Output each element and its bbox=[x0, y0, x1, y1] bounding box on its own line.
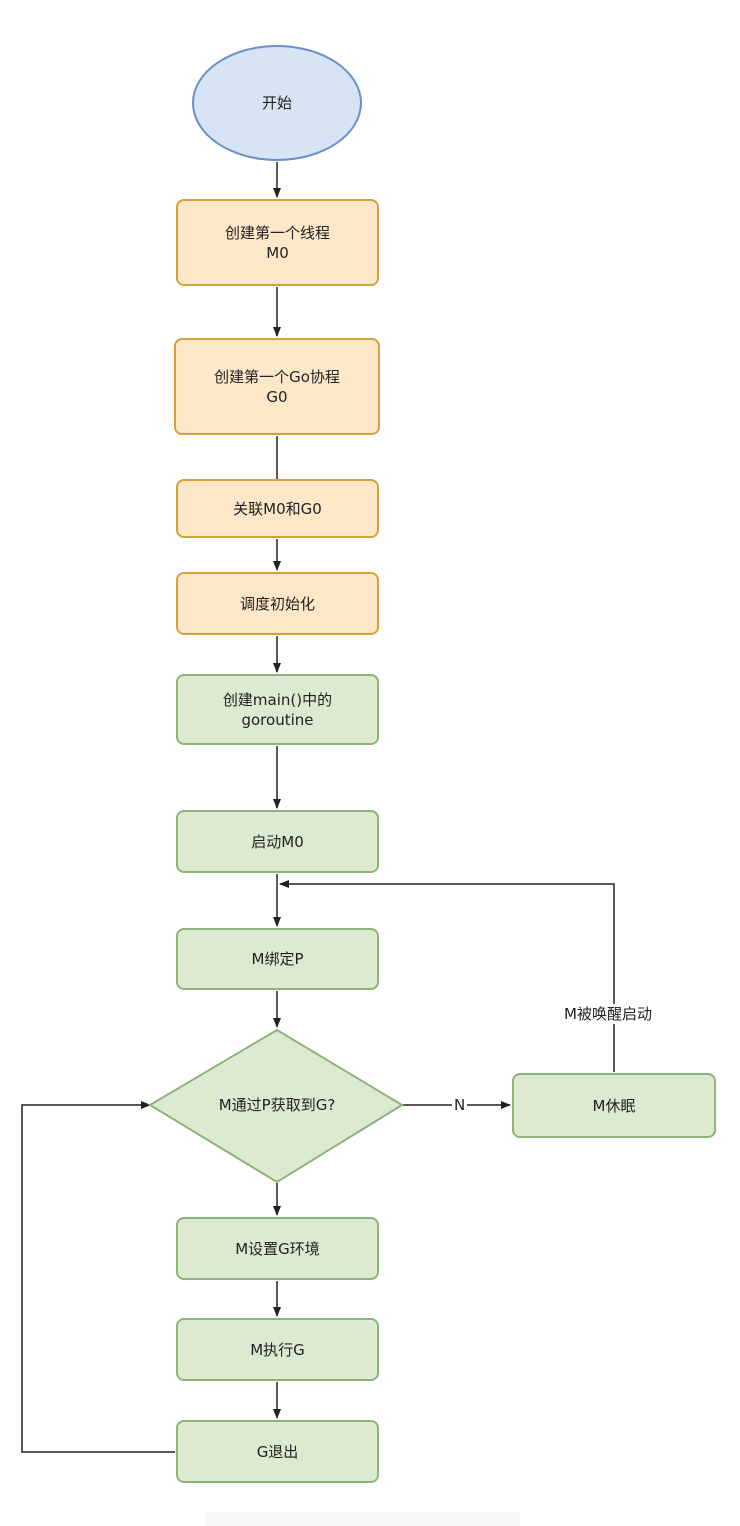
edge-label-wakeup: M被唤醒启动 bbox=[562, 1004, 654, 1024]
link-m0-g0-label: 关联M0和G0 bbox=[233, 499, 322, 518]
m-bind-p-label: M绑定P bbox=[251, 950, 304, 968]
m-bind-p-node: M绑定P bbox=[176, 928, 379, 990]
create-goroutine-g0-label-line2: G0 bbox=[266, 387, 288, 406]
create-main-goroutine-node: 创建main()中的 goroutine bbox=[176, 674, 379, 745]
m-sleep-node: M休眠 bbox=[512, 1073, 716, 1138]
m-set-g-env-node: M设置G环境 bbox=[176, 1217, 379, 1280]
g-exit-label: G退出 bbox=[256, 1442, 299, 1461]
scheduler-init-node: 调度初始化 bbox=[176, 572, 379, 635]
decision-diamond bbox=[148, 1028, 404, 1184]
decision-label: M通过P获取到G? bbox=[218, 1096, 336, 1114]
start-node: 开始 bbox=[192, 45, 362, 161]
start-m0-label: 启动M0 bbox=[251, 832, 304, 851]
create-thread-m0-label-line1: 创建第一个线程 bbox=[224, 223, 330, 242]
g-exit-node: G退出 bbox=[176, 1420, 379, 1483]
bottom-bar bbox=[205, 1512, 520, 1526]
start-label: 开始 bbox=[261, 94, 292, 112]
m-sleep-label: M休眠 bbox=[592, 1096, 636, 1115]
create-thread-m0-node: 创建第一个线程 M0 bbox=[176, 199, 379, 286]
create-goroutine-g0-node: 创建第一个Go协程 G0 bbox=[174, 338, 380, 435]
edge-label-no: N bbox=[452, 1095, 468, 1115]
m-exec-g-label: M执行G bbox=[250, 1340, 305, 1359]
scheduler-init-label: 调度初始化 bbox=[239, 594, 315, 613]
create-goroutine-g0-label-line1: 创建第一个Go协程 bbox=[214, 367, 340, 386]
create-main-goroutine-label-line1: 创建main()中的 bbox=[222, 690, 333, 709]
link-m0-g0-node: 关联M0和G0 bbox=[176, 479, 379, 538]
create-main-goroutine-label-line2: goroutine bbox=[241, 710, 314, 729]
m-exec-g-node: M执行G bbox=[176, 1318, 379, 1381]
start-m0-node: 启动M0 bbox=[176, 810, 379, 873]
edge-exit-to-decision bbox=[21, 1101, 175, 1453]
m-set-g-env-label: M设置G环境 bbox=[235, 1239, 320, 1258]
decision-node: M通过P获取到G? bbox=[177, 1090, 377, 1120]
create-thread-m0-label-line2: M0 bbox=[266, 243, 289, 262]
